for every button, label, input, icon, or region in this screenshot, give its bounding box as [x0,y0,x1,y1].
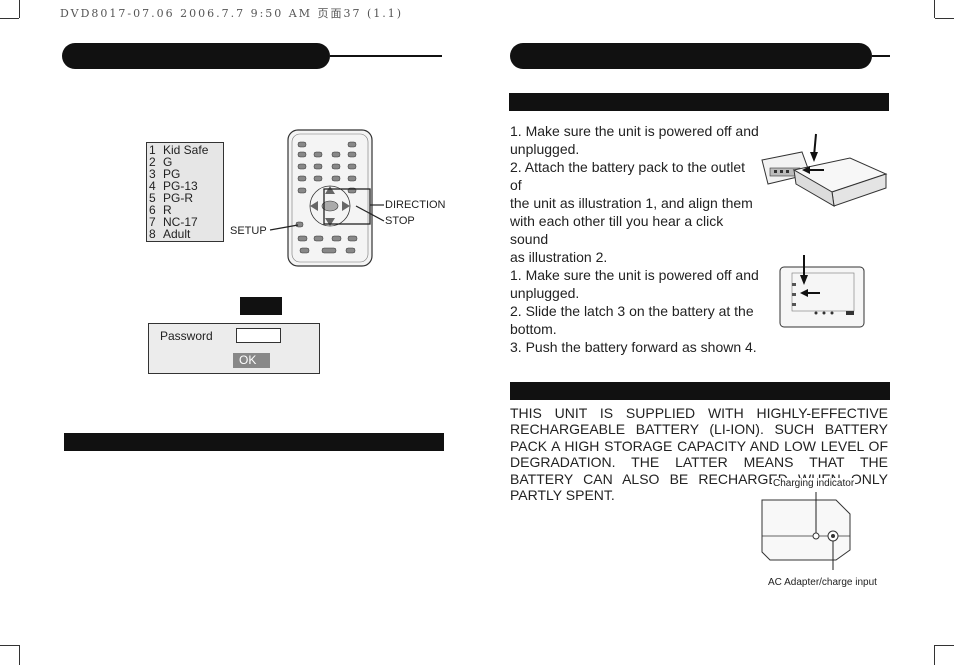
battery-section-bar [510,382,890,400]
attach-battery-illustration [761,133,888,207]
crop-mark-tr-h [935,18,954,19]
crop-mark-br-v [934,645,935,665]
password-label: Password [160,329,213,343]
step-line: 2. Slide the latch 3 on the battery at t… [510,303,754,319]
rating-item[interactable]: 8 Adult [149,228,223,240]
remove-steps: 1. Make sure the unit is powered off and… [510,266,760,356]
step-line: 2. Attach the battery pack to the outlet… [510,159,746,193]
step-line: 3. Push the battery forward as shown 4. [510,339,757,355]
rating-label: Kid Safe [163,143,209,157]
rating-item[interactable]: 3 PG [149,168,223,180]
stop-label: STOP [385,215,415,227]
left-title-rule [330,55,442,57]
rating-number: 2 [149,155,156,169]
right-title-pill [510,43,872,69]
crop-mark-tr-v [934,0,935,18]
rating-item[interactable]: 7 NC-17 [149,216,223,228]
password-dialog: Password OK [148,323,320,374]
step-line: with each other till you hear a click so… [510,213,724,247]
rating-label: PG-13 [163,179,198,193]
ok-button[interactable]: OK [233,353,270,368]
install-section-bar [509,93,889,111]
step-line: 1. Make sure the unit is powered off and [510,123,759,139]
step-line: 1. Make sure the unit is powered off and [510,267,759,283]
rating-label: R [163,203,172,217]
rating-number: 1 [149,143,156,157]
rating-label: NC-17 [163,215,198,229]
ac-adapter-label: AC Adapter/charge input [768,577,877,588]
left-title-pill [62,43,330,69]
install-steps: 1. Make sure the unit is powered off and… [510,122,760,266]
step-line: bottom. [510,321,557,337]
remote-control-illustration [269,129,385,267]
direction-label: DIRECTION [385,199,446,211]
charging-port-illustration [761,492,851,570]
rating-number: 5 [149,191,156,205]
crop-mark-tl-h [0,18,19,19]
right-title-rule [872,55,890,57]
charging-indicator-label: Charging indicator [772,478,856,489]
step-line: the unit as illustration 1, and align th… [510,195,753,211]
password-input[interactable] [236,328,281,343]
crop-mark-br-h [935,645,954,646]
step-line: unplugged. [510,141,580,157]
rating-number: 3 [149,167,156,181]
battery-info-text: THIS UNIT IS SUPPLIED WITH HIGHLY-EFFECT… [510,405,888,504]
crop-mark-bl-h [0,645,19,646]
remove-battery-illustration [779,255,865,328]
print-header: DVD8017-07.06 2006.7.7 9:50 AM 页面37 (1.1… [60,7,404,20]
black-label-box [240,297,282,315]
rating-number: 4 [149,179,156,193]
rating-label: PG-R [163,191,193,205]
step-line: unplugged. [510,285,580,301]
rating-number: 7 [149,215,156,229]
rating-number: 8 [149,227,156,241]
rating-label: G [163,155,173,169]
rating-label: PG [163,167,181,181]
rating-item[interactable]: 4 PG-13 [149,180,223,192]
rating-number: 6 [149,203,156,217]
rating-label: Adult [163,227,191,241]
left-section-bar [64,433,444,451]
step-line: as illustration 2. [510,249,608,265]
crop-mark-tl-v [19,0,20,18]
setup-label: SETUP [230,225,267,237]
crop-mark-bl-v [19,645,20,665]
rating-item[interactable]: 5 PG-R [149,192,223,204]
rating-item[interactable]: 1 Kid Safe [149,144,223,156]
